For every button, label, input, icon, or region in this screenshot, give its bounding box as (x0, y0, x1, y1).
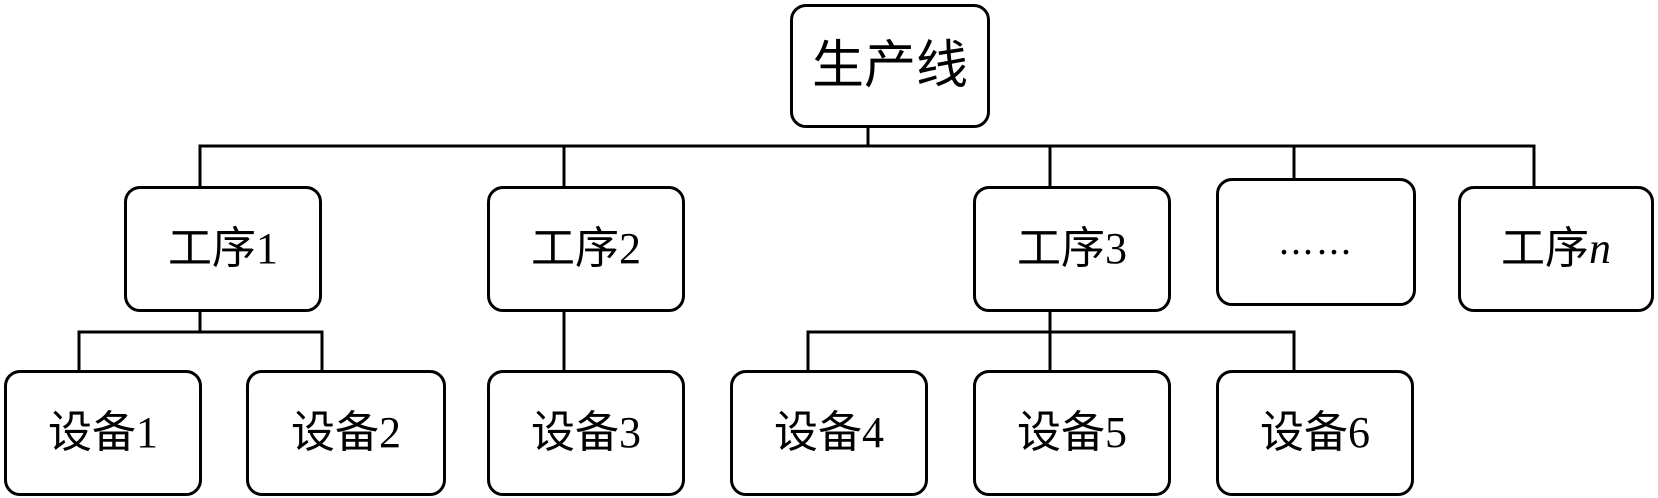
node-process-ellipsis: …… (1216, 178, 1416, 306)
node-label-index: 2 (379, 408, 401, 457)
node-label: 工序n (1501, 227, 1611, 271)
node-device-6: 设备6 (1216, 370, 1414, 496)
node-label-index: 4 (862, 408, 884, 457)
node-device-4: 设备4 (730, 370, 928, 496)
node-process-1: 工序1 (124, 186, 322, 312)
node-label: …… (1278, 224, 1354, 261)
node-process-2: 工序2 (487, 186, 685, 312)
node-process-n: 工序n (1458, 186, 1654, 312)
node-label-text: 设备 (48, 407, 136, 458)
node-device-2: 设备2 (246, 370, 446, 496)
node-label-text: 设备 (774, 407, 862, 458)
node-label: 工序2 (531, 227, 641, 271)
node-label: 工序3 (1017, 227, 1127, 271)
node-label-index: n (1589, 224, 1611, 273)
node-label-index: 5 (1105, 408, 1127, 457)
node-label: 工序1 (168, 227, 278, 271)
node-label-index: 3 (619, 408, 641, 457)
node-label-index: 6 (1348, 408, 1370, 457)
node-label-text: 工序 (168, 223, 256, 274)
node-production-line: 生产线 (790, 4, 990, 128)
node-label-text: …… (1278, 221, 1354, 263)
node-label-text: 设备 (1260, 407, 1348, 458)
node-label: 设备6 (1260, 411, 1370, 455)
node-process-3: 工序3 (973, 186, 1171, 312)
node-label-text: 工序 (1501, 223, 1589, 274)
node-label: 生产线 (811, 36, 968, 96)
node-label-index: 1 (136, 408, 158, 457)
node-device-1: 设备1 (4, 370, 202, 496)
node-label-text: 工序 (531, 223, 619, 274)
node-label: 设备3 (531, 411, 641, 455)
node-device-3: 设备3 (487, 370, 685, 496)
node-label-text: 工序 (1017, 223, 1105, 274)
node-label: 设备5 (1017, 411, 1127, 455)
node-label-index: 3 (1105, 224, 1127, 273)
node-label-text: 设备 (291, 407, 379, 458)
node-label-text: 设备 (1017, 407, 1105, 458)
node-device-5: 设备5 (973, 370, 1171, 496)
node-label-index: 2 (619, 224, 641, 273)
node-label-index: 1 (256, 224, 278, 273)
node-label: 设备2 (291, 411, 401, 455)
node-label: 设备1 (48, 411, 158, 455)
node-label-text: 设备 (531, 407, 619, 458)
node-label: 设备4 (774, 411, 884, 455)
